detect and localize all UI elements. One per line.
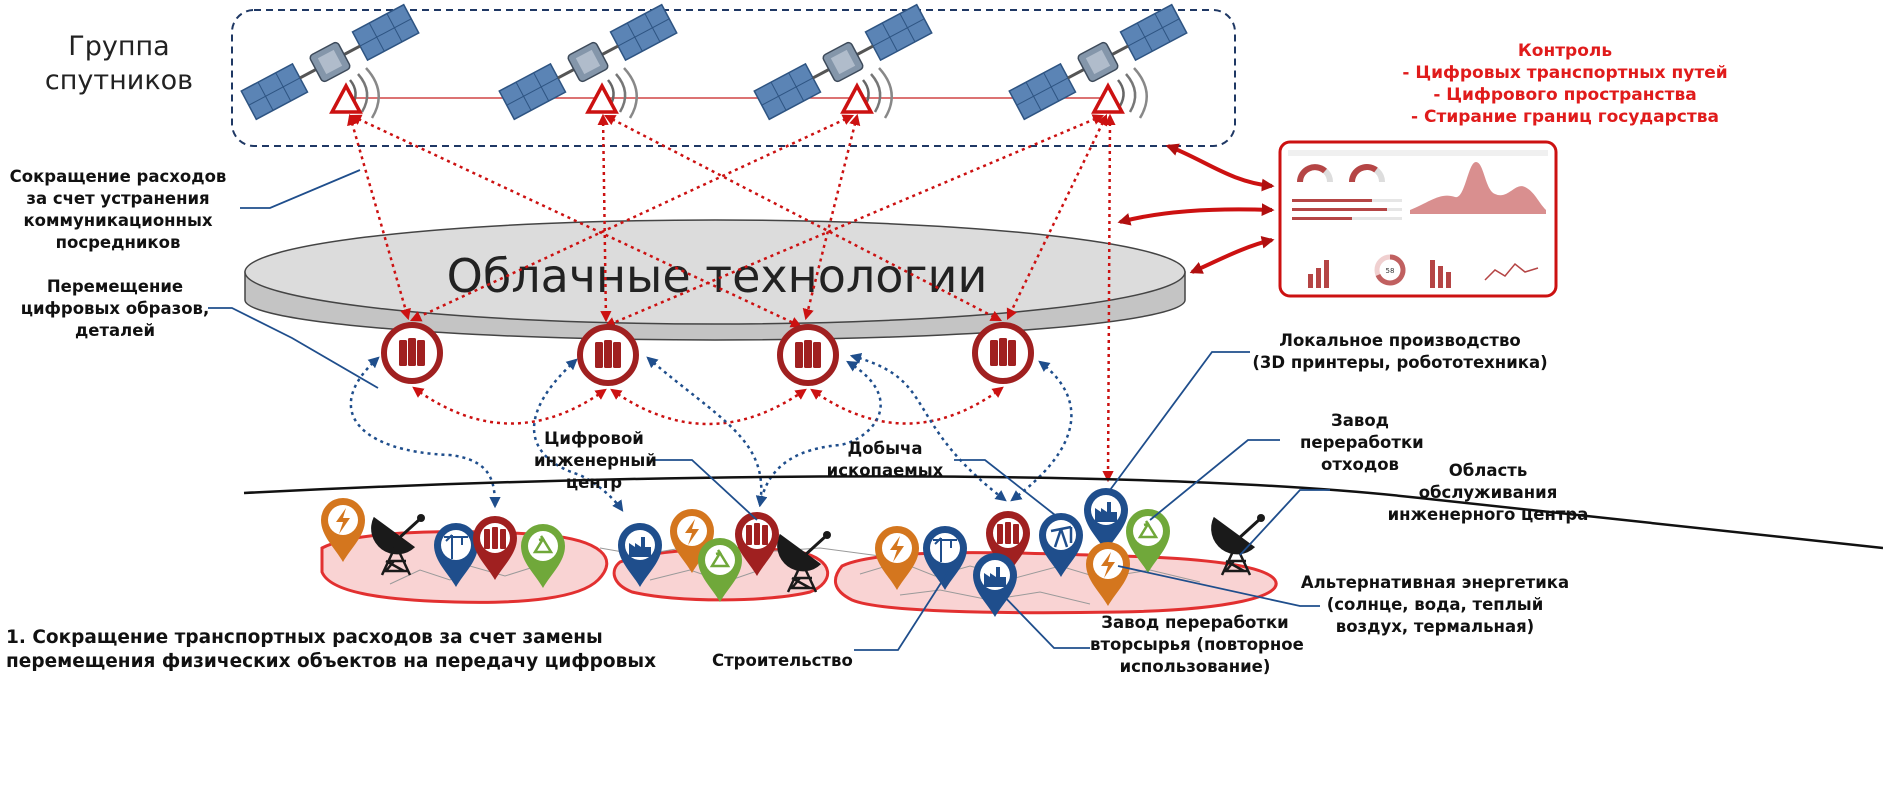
server-icon <box>399 338 425 366</box>
lightning-icon <box>336 508 350 534</box>
server-node <box>972 322 1034 384</box>
server-pin <box>986 511 1030 575</box>
satellite-dish-icon <box>371 514 425 576</box>
construction-pin <box>434 523 478 587</box>
mining-pin <box>1039 513 1083 577</box>
construction-label: Строительство <box>712 651 853 670</box>
waste-plant-label: Завод переработки отходов <box>1300 411 1424 474</box>
server-icon <box>746 523 768 545</box>
server-icon <box>990 338 1016 366</box>
satellite-group-label: Группа спутников <box>44 31 194 96</box>
factory-icon <box>629 537 651 557</box>
alt-energy-label: Альтернативная энергетика (солнце, вода,… <box>1300 573 1570 636</box>
server-pin <box>473 516 517 580</box>
dashboard-gauge-value: 58 <box>1386 267 1395 275</box>
recycle-icon <box>1137 520 1159 539</box>
satellite-icon <box>752 3 934 121</box>
service-area-label: Область обслуживания инженерного центра <box>1387 461 1589 524</box>
crane-icon <box>933 537 957 562</box>
lightning-icon <box>685 519 699 545</box>
server-node <box>577 324 639 386</box>
satellite-dish-icon <box>777 531 831 593</box>
server-node <box>777 324 839 386</box>
oil-pump-icon <box>1050 525 1073 548</box>
cloud-technologies-label: Облачные технологии <box>447 249 988 303</box>
energy-pin <box>670 509 714 573</box>
recycle-icon <box>709 549 731 568</box>
energy-pin <box>1086 542 1130 606</box>
satellite-icon <box>497 3 679 121</box>
server-icon <box>595 340 621 368</box>
satellite-dish-icon <box>1211 514 1265 576</box>
satellite-antenna-triangles <box>329 82 1125 114</box>
mining-label: Добыча ископаемых <box>826 439 944 480</box>
factory-pin <box>1084 488 1128 552</box>
server-pin <box>735 512 779 576</box>
earth-horizon <box>243 475 1883 550</box>
server-icon <box>997 522 1019 544</box>
recycling-pin <box>521 524 565 588</box>
recycle-icon <box>532 535 554 554</box>
control-label: Контроль - Цифровых транспортных путей -… <box>1402 41 1728 127</box>
factory-icon <box>1095 502 1117 522</box>
factory-icon <box>984 567 1006 587</box>
digital-center-label: Цифровой инженерный центр <box>534 429 657 492</box>
satellite-server-links <box>347 113 1116 483</box>
satellite-icon <box>239 3 421 121</box>
lightning-icon <box>890 536 904 562</box>
factory-pin <box>618 523 662 587</box>
factory-pin <box>973 553 1017 617</box>
digital-images-label: Перемещение цифровых образов, деталей <box>20 277 210 340</box>
server-icon <box>484 527 506 549</box>
server-icon <box>795 340 821 368</box>
dashboard-sync-arrows <box>1117 143 1275 274</box>
server-to-server-arcs <box>412 386 1004 426</box>
dashboard-thumbnail: 58 <box>1278 140 1558 298</box>
local-production-label: Локальное производство (3D принтеры, роб… <box>1252 331 1548 372</box>
lightning-icon <box>1101 552 1115 578</box>
recycling-pin <box>1126 509 1170 573</box>
bottom-note: 1. Сокращение транспортных расходов за с… <box>6 627 657 672</box>
callout-lines <box>208 169 1330 651</box>
server-to-region-links <box>349 352 1073 512</box>
crane-icon <box>444 534 468 559</box>
cost-reduction-label: Сокращение расходов за счет устранения к… <box>9 167 227 252</box>
recycling-pin <box>698 538 742 602</box>
recycling-plant-label: Завод переработки вторсырья (повторное и… <box>1090 613 1304 676</box>
server-node <box>381 322 443 384</box>
energy-pin <box>321 498 365 562</box>
construction-pin <box>923 526 967 590</box>
energy-pin <box>875 526 919 590</box>
